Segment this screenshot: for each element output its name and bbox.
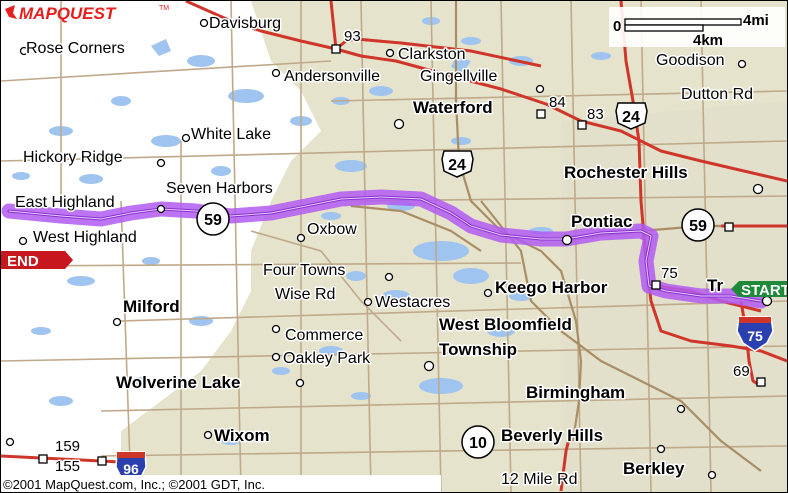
label-wise-rd: Wise Rd: [275, 286, 335, 303]
m-10-shield: 10: [461, 425, 495, 459]
i-75-north-road: [185, 1, 787, 183]
label-rochester-hills: Rochester Hills: [564, 163, 688, 182]
label-waterford: Waterford: [413, 98, 493, 117]
label-seven-harbors: Seven Harbors: [166, 180, 273, 197]
label-pontiac: Pontiac: [571, 212, 632, 231]
m-59-west-shield: 59: [196, 202, 230, 236]
label-birmingham: Birmingham: [526, 383, 625, 402]
label-township: Township: [439, 340, 517, 359]
m-59-east-shield: 59: [681, 208, 715, 242]
us-24-north-shield: 24: [615, 102, 648, 130]
m-59-east-number: 59: [689, 218, 707, 235]
label-west-highland: West Highland: [33, 229, 137, 246]
label-wolverine-lake: Wolverine Lake: [116, 373, 240, 392]
scale-miles: 4mi: [743, 12, 769, 29]
exit-69-label: 69: [733, 363, 750, 380]
label-andersonville: Andersonville: [284, 68, 380, 85]
exit-93-label: 93: [344, 28, 361, 45]
label-westacres: Westacres: [375, 294, 450, 311]
label-beverly-hills: Beverly Hills: [501, 426, 603, 445]
end-marker[interactable]: END: [1, 251, 73, 270]
label-clarkston: Clarkston: [398, 46, 466, 63]
mapquest-tm: TM: [159, 5, 169, 12]
i-96-number: 96: [123, 461, 139, 477]
label-four-towns: Four Towns: [263, 262, 345, 279]
town-markers: [5, 18, 773, 480]
label-gingellville: Gingellville: [420, 68, 497, 85]
label-commerce: Commerce: [285, 327, 363, 344]
label-milford: Milford: [123, 297, 180, 316]
label-east-highland: East Highland: [15, 194, 115, 211]
exit-75-label: 75: [661, 265, 678, 282]
label-dutton-rd: Dutton Rd: [681, 86, 753, 103]
label-oakley-park: Oakley Park: [283, 350, 371, 367]
mapquest-logo-text: MAPQUEST: [19, 4, 117, 23]
scale-bar: 0 4mi 4km: [609, 7, 785, 49]
start-marker-label: START: [741, 282, 787, 299]
scale-zero: 0: [613, 18, 621, 35]
label-keego-harbor: Keego Harbor: [495, 278, 608, 297]
label-berkley: Berkley: [623, 459, 685, 478]
exit-159-label: 159: [55, 438, 80, 455]
label-goodison: Goodison: [656, 52, 725, 69]
m-10-number: 10: [469, 435, 487, 452]
label-oxbow: Oxbow: [307, 221, 357, 238]
label-hickory-ridge: Hickory Ridge: [23, 149, 123, 166]
i-75-number: 75: [747, 328, 763, 344]
scale-km: 4km: [693, 32, 723, 49]
us-24-central-shield: 24: [441, 150, 474, 178]
start-marker[interactable]: START: [731, 281, 787, 299]
label-12-mile-rd: 12 Mile Rd: [501, 471, 577, 488]
us-24-north-number: 24: [622, 109, 640, 126]
exit-155-label: 155: [55, 458, 80, 475]
label-rose-corners: Rose Corners: [26, 40, 125, 57]
label-troy: Tr: [707, 276, 723, 295]
label-west-bloomfield: West Bloomfield: [439, 315, 572, 334]
exit-squares: [38, 44, 766, 466]
i-75-shield: 75: [736, 316, 774, 352]
us-24-central-number: 24: [448, 157, 466, 174]
m-59-west-number: 59: [204, 212, 222, 229]
exit-83-label: 83: [587, 106, 604, 123]
copyright-text: ©2001 MapQuest.com, Inc.; ©2001 GDT, Inc…: [3, 477, 265, 492]
marker-davisburg: [199, 18, 209, 28]
copyright-strip: [1, 475, 441, 492]
mapquest-logo[interactable]: MAPQUEST TM: [5, 4, 169, 23]
route-line: [1, 189, 769, 309]
end-marker-label: END: [7, 253, 39, 270]
label-white-lake: White Lake: [191, 126, 271, 143]
label-wixom: Wixom: [214, 426, 270, 445]
label-davisburg: Davisburg: [209, 15, 281, 32]
exit-84-label: 84: [549, 94, 566, 111]
